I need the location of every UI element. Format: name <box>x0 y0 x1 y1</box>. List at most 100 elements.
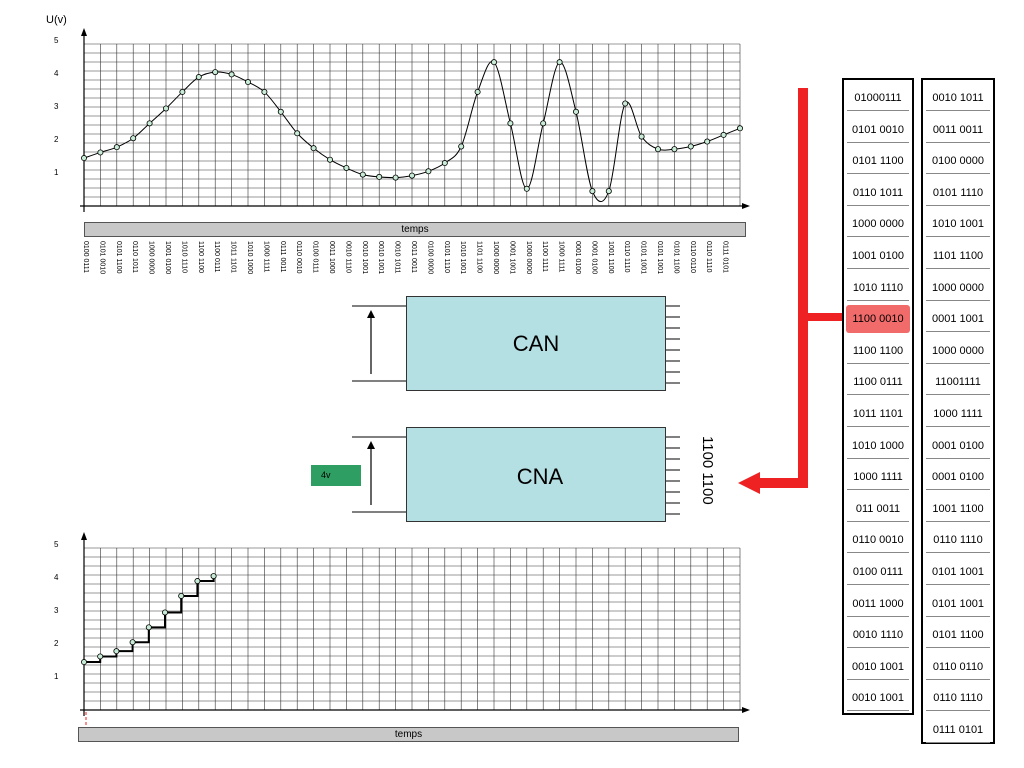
sample-code-label: 1011 1101 <box>229 241 237 274</box>
sample-point <box>523 185 530 192</box>
sample-code-label: 1000 0000 <box>492 241 499 275</box>
red-signal-line-branch <box>808 313 844 321</box>
sample-point <box>343 164 350 171</box>
memory-cell: 1010 1001 <box>923 210 993 238</box>
sample-point <box>458 143 465 150</box>
sample-code-label: 1101 1100 <box>475 241 483 274</box>
sample-point <box>671 146 678 153</box>
sample-point <box>507 120 514 127</box>
sample-code-label: 0011 1000 <box>328 241 335 274</box>
memory-cell: 0010 1011 <box>923 84 993 112</box>
memory-cell: 1100 1100 <box>844 337 912 365</box>
y-tick-label: 3 <box>54 605 59 615</box>
sample-code-label: 0110 1011 <box>131 241 139 274</box>
memory-cell: 0110 0110 <box>923 653 993 681</box>
y-tick-label: 5 <box>54 539 59 549</box>
reconstructed-point <box>97 653 104 660</box>
memory-cell: 011 0011 <box>844 495 912 523</box>
y-axis-label: U(v) <box>46 14 67 26</box>
y-tick-label: 4 <box>54 68 59 78</box>
sample-code-label: 0111 0101 <box>721 241 729 274</box>
sample-code-label: 1010 1110 <box>180 241 188 274</box>
sample-code-label: 0110 0110 <box>688 241 696 274</box>
memory-cell: 0010 1001 <box>844 653 912 681</box>
sample-point <box>228 71 235 78</box>
sample-point <box>179 88 186 95</box>
sample-point <box>441 160 448 167</box>
sample-point <box>261 88 268 95</box>
sample-code-label: 0111 0011 <box>278 241 286 273</box>
sample-point <box>294 130 301 137</box>
sample-code-label: 0100 0000 <box>426 241 434 275</box>
memory-cell: 1001 0100 <box>844 242 912 270</box>
sample-point <box>277 108 284 115</box>
memory-cell: 1010 1000 <box>844 432 912 460</box>
sample-point <box>655 146 662 153</box>
sample-point <box>359 171 366 178</box>
time-axis-label-top: temps <box>401 224 429 235</box>
sample-code-label: 0010 1001 <box>377 241 385 275</box>
memory-cell: 0110 1110 <box>923 684 993 712</box>
sample-point <box>490 59 497 66</box>
sample-code-label: 0100 0111 <box>82 241 89 274</box>
sample-code-label: 0010 1011 <box>393 241 401 274</box>
y-tick-label: 3 <box>54 101 59 111</box>
memory-cell: 11001111 <box>923 368 993 396</box>
sample-point <box>638 133 645 140</box>
sample-code-label: 1000 0000 <box>524 241 532 275</box>
sample-code-label: 1001 1100 <box>606 241 614 274</box>
memory-cell: 0100 0000 <box>923 147 993 175</box>
sample-code-label: 0010 1001 <box>360 241 368 275</box>
cna-input-arrowhead <box>367 441 375 449</box>
memory-cell: 1011 1101 <box>844 400 912 428</box>
memory-cell: 0101 1001 <box>923 590 993 618</box>
sample-point <box>130 135 137 142</box>
top-chart-x-axis-arrow <box>742 203 750 209</box>
memory-cell: 0101 1001 <box>923 558 993 586</box>
output-voltage-label: 4v <box>321 470 331 480</box>
output-voltage-badge: 4v <box>311 465 361 486</box>
memory-cell: 0001 1001 <box>923 305 993 333</box>
memory-cell: 0111 0101 <box>923 716 993 744</box>
sample-point <box>720 131 727 138</box>
reconstructed-point <box>178 592 185 599</box>
sample-code-label: 1000 1111 <box>557 241 565 273</box>
can-block: CAN <box>406 296 666 391</box>
y-tick-label: 4 <box>54 572 59 582</box>
sample-point <box>605 188 612 195</box>
reconstructed-point <box>161 609 168 616</box>
sample-point <box>589 188 596 195</box>
y-tick-label: 5 <box>54 35 59 45</box>
sample-point <box>704 138 711 145</box>
memory-cell: 0101 1100 <box>923 621 993 649</box>
memory-cell: 01000111 <box>844 84 912 112</box>
red-signal-line-vertical <box>798 88 808 488</box>
sample-point <box>212 69 219 76</box>
reconstructed-point <box>81 659 88 666</box>
sample-code-label: 1010 1000 <box>246 241 253 275</box>
memory-cell: 0010 1110 <box>844 621 912 649</box>
sample-point <box>556 59 563 66</box>
memory-cell: 0001 0100 <box>923 463 993 491</box>
reconstructed-point <box>113 648 120 655</box>
memory-cell: 1000 0000 <box>923 274 993 302</box>
sample-point <box>540 120 547 127</box>
sample-point <box>622 100 629 107</box>
sample-code-label: 0101 0010 <box>98 241 106 275</box>
cna-input-code: 1100 1100 <box>699 436 716 505</box>
sample-code-label: 0101 1001 <box>656 241 663 275</box>
sample-code-label: 1000 0000 <box>147 241 155 275</box>
sample-code-label: 0101 1100 <box>672 241 680 274</box>
memory-cell: 0101 1100 <box>844 147 912 175</box>
sample-point <box>737 125 744 132</box>
can-input-arrowhead <box>367 310 375 318</box>
memory-cell: 0100 0111 <box>844 558 912 586</box>
memory-cell-selected: 1100 0010 <box>846 305 910 334</box>
y-tick-label: 2 <box>54 638 59 648</box>
sample-point <box>573 108 580 115</box>
y-tick-label: 2 <box>54 134 59 144</box>
red-signal-line-horizontal <box>756 478 808 488</box>
sample-code-label: 0001 0100 <box>590 241 598 275</box>
sample-code-label: 0110 1110 <box>705 241 713 273</box>
